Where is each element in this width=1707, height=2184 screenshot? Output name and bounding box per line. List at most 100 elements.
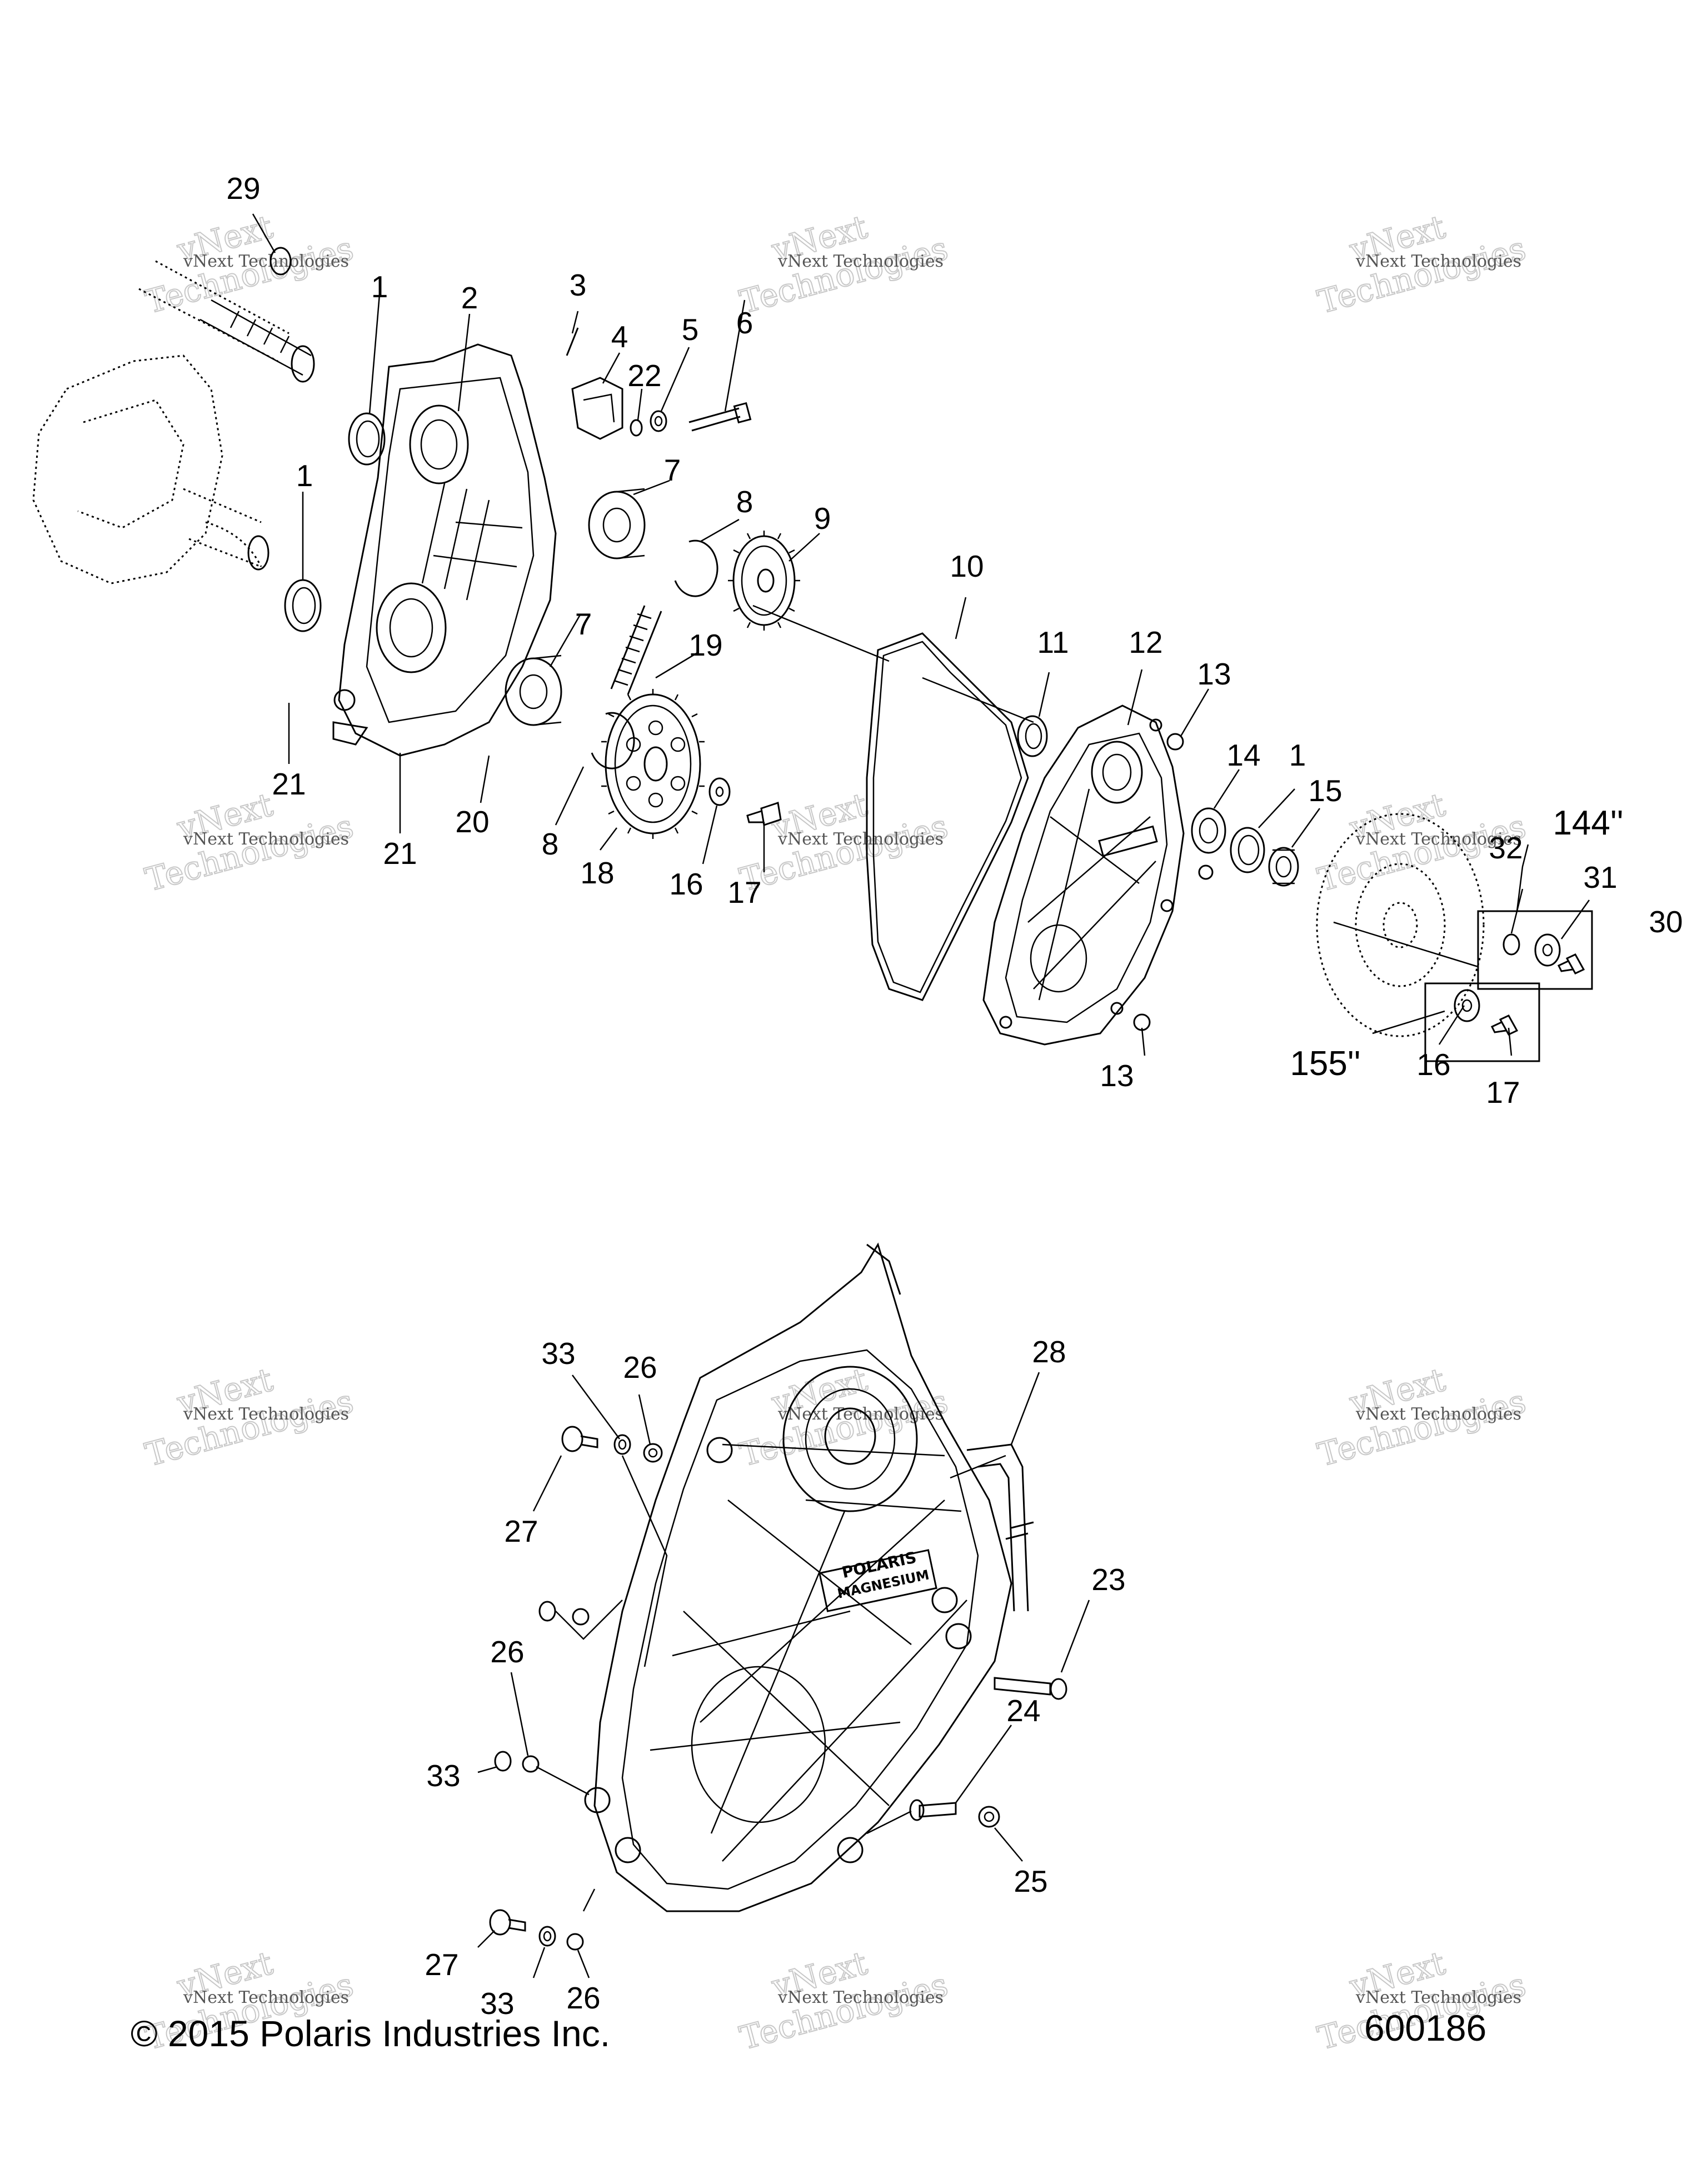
callout-2: 2 [461, 281, 478, 315]
washer-33-mid [538, 1601, 556, 1622]
callout-13-lower: 13 [1100, 1058, 1134, 1093]
washer-33-upper [613, 1434, 631, 1455]
figure-number: 600186 [1364, 2007, 1487, 2048]
variant-label-155: 155'' [1290, 1044, 1360, 1083]
callout-8-upper: 8 [736, 484, 753, 519]
seal-1-lower [284, 579, 322, 632]
callout-7-upper: 7 [664, 453, 681, 487]
callout-27-upper: 27 [504, 1514, 538, 1548]
bearing-15 [1268, 847, 1299, 887]
snap-ring-8-lower [591, 712, 635, 769]
watermark-8: vNext Technologies vNext Technologies [735, 1360, 952, 1475]
callout-32: 32 [1489, 831, 1523, 865]
callout-33-upper: 33 [541, 1336, 575, 1371]
callout-31: 31 [1583, 860, 1617, 894]
callout-33-mid: 33 [426, 1758, 460, 1793]
callout-26-lower: 26 [566, 1981, 600, 2015]
watermarks: vNext Technologies vNext Technologies vN… [141, 207, 1530, 2058]
washer-33-lower [538, 1926, 556, 1947]
nut-26-upper [643, 1443, 663, 1463]
callout-6: 6 [736, 306, 753, 340]
callout-5: 5 [682, 312, 699, 347]
callout-16-lower: 16 [1416, 1047, 1450, 1082]
callout-11: 11 [1037, 625, 1069, 659]
svg-text:vNext Technologies: vNext Technologies [183, 1405, 349, 1424]
nut-5 [650, 410, 667, 432]
washer-16-upper [708, 777, 731, 806]
detail-box-144 [1477, 910, 1593, 990]
svg-text:vNext Technologies: vNext Technologies [183, 252, 349, 271]
callout-23: 23 [1091, 1562, 1125, 1597]
sprocket-9 [728, 531, 800, 631]
svg-text:vNext Technologies: vNext Technologies [1355, 1988, 1521, 2007]
callout-1-upper: 1 [371, 269, 388, 304]
callout-14: 14 [1226, 738, 1260, 772]
callout-16-upper: 16 [669, 867, 703, 901]
watermark-7: vNext Technologies vNext Technologies [141, 1360, 357, 1475]
seal-1-upper [348, 412, 386, 466]
callout-13-upper: 13 [1197, 657, 1231, 691]
chaincase-assembled [584, 1242, 1012, 1912]
watermark-5: vNext Technologies vNext Technologies [735, 785, 952, 899]
callout-19: 19 [688, 628, 722, 662]
watermark-3: vNext Technologies vNext Technologies [1313, 207, 1530, 322]
breather-hose-28 [966, 1443, 1034, 1612]
svg-text:vNext Technologies: vNext Technologies [777, 1405, 944, 1424]
bolt-23 [994, 1677, 1067, 1700]
svg-text:vNext Technologies: vNext Technologies [777, 829, 944, 849]
watermark-9: vNext Technologies vNext Technologies [1313, 1360, 1530, 1475]
seal-1-outer [1230, 827, 1265, 873]
bearing-14 [1191, 807, 1226, 854]
callout-26-mid: 26 [490, 1635, 524, 1669]
callout-10: 10 [950, 549, 984, 583]
callout-21-bottom: 21 [383, 836, 417, 871]
callout-18: 18 [580, 856, 614, 890]
svg-text:vNext Technologies: vNext Technologies [183, 829, 349, 849]
callout-17-lower: 17 [1486, 1075, 1520, 1110]
detail-box-155 [1424, 982, 1540, 1062]
callout-8-lower: 8 [542, 827, 559, 861]
callout-3: 3 [570, 268, 587, 302]
bolt-6 [688, 402, 752, 432]
nut-26-mid [522, 1755, 540, 1773]
pin-3 [566, 327, 579, 356]
callout-28: 28 [1032, 1335, 1066, 1369]
nut-13-mid [1198, 864, 1214, 880]
bolt-27-upper [561, 1426, 598, 1452]
callout-33-lower: 33 [480, 1986, 514, 2021]
bolt-17-upper [746, 802, 782, 826]
callout-7-lower: 7 [575, 607, 592, 641]
chain-19 [610, 605, 662, 695]
callout-22: 22 [627, 358, 661, 393]
callout-21-left: 21 [272, 767, 306, 801]
retaining-ring-29 [269, 247, 292, 276]
svg-text:vNext Technologies: vNext Technologies [1355, 829, 1521, 849]
nut-25 [978, 1806, 1000, 1828]
callout-15: 15 [1308, 773, 1342, 808]
callout-1-outer: 1 [1289, 738, 1306, 772]
bolt-24 [909, 1799, 957, 1821]
chaincase-outer-cover-12 [982, 704, 1185, 1046]
bearing-7-upper [588, 488, 646, 559]
callouts-bottom: 33 26 28 27 23 26 24 33 25 27 33 26 [425, 1335, 1125, 2021]
washer-22 [630, 419, 643, 437]
svg-text:vNext Technologies: vNext Technologies [777, 1988, 944, 2007]
callout-27-lower: 27 [425, 1947, 458, 1982]
callout-9: 9 [814, 501, 831, 536]
callout-1-lower: 1 [296, 458, 313, 493]
tensioner-block-4 [571, 377, 623, 440]
gasket-10 [866, 632, 1029, 1001]
variant-label-144: 144'' [1553, 804, 1623, 842]
bearing-7-lower [505, 654, 562, 726]
chaincase-inner-half [332, 343, 557, 757]
svg-text:vNext Technologies: vNext Technologies [183, 1988, 349, 2007]
callout-30: 30 [1649, 904, 1683, 939]
nut-26-lower [566, 1933, 584, 1951]
callout-20: 20 [455, 804, 489, 839]
nut-26-mid-upper [572, 1608, 590, 1626]
callout-12: 12 [1129, 625, 1162, 659]
svg-text:vNext Technologies: vNext Technologies [1355, 1405, 1521, 1424]
callout-4: 4 [611, 319, 628, 354]
sprocket-18 [601, 689, 705, 839]
